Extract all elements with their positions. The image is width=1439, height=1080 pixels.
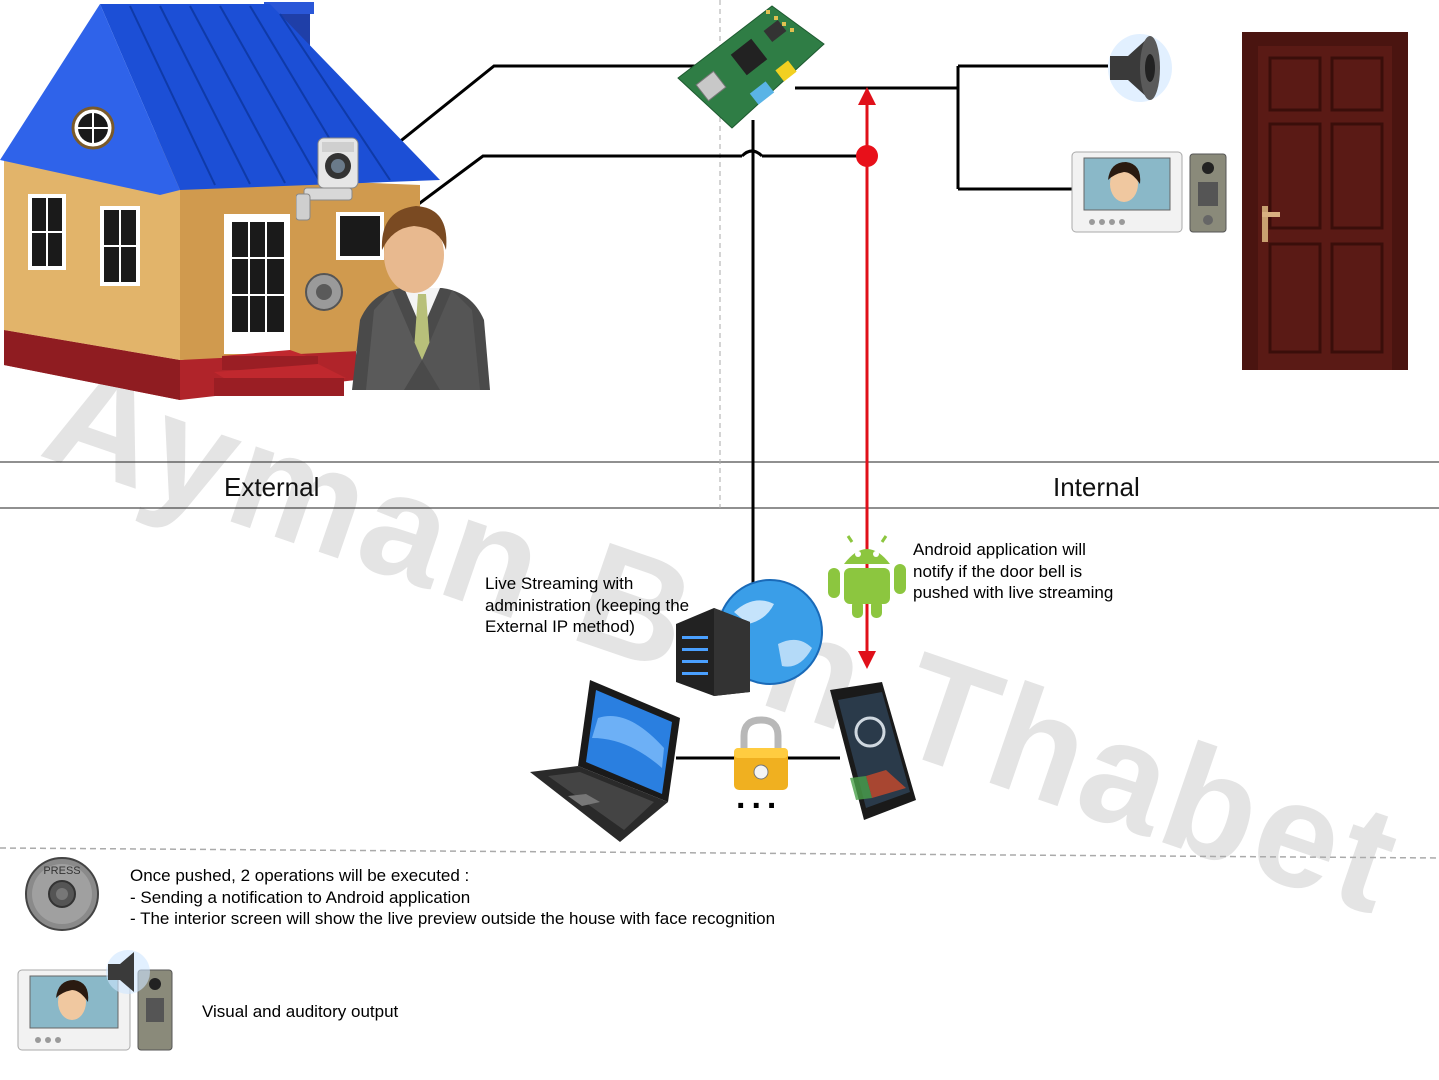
house-illustration — [0, 2, 440, 400]
notification-junction — [856, 145, 878, 167]
raspberry-pi-board-icon — [677, 5, 825, 129]
visitor-person-icon — [352, 206, 490, 390]
legend-doorbell-text: Once pushed, 2 operations will be execut… — [130, 866, 776, 928]
security-camera-icon — [296, 137, 359, 221]
legend-separator-dashed — [0, 847, 1439, 859]
intercom-monitor-icon — [1071, 151, 1227, 233]
smartphone-icon — [830, 682, 916, 820]
legend-output-icon — [17, 950, 173, 1051]
doorbell-button-icon — [305, 273, 343, 311]
legend-doorbell-press-text: PRESS — [43, 865, 80, 877]
live-streaming-note: Live Streaming with administration (keep… — [485, 574, 690, 636]
internet-server-icon — [676, 579, 823, 696]
external-zone-label: External — [224, 472, 320, 502]
interior-door-icon — [1242, 32, 1408, 370]
speaker-icon — [1108, 34, 1172, 102]
legend-output-text: Visual and auditory output — [202, 1002, 399, 1021]
ellipsis-text: ... — [736, 778, 783, 816]
legend-doorbell-icon: PRESS — [25, 857, 99, 931]
laptop-icon — [530, 680, 680, 842]
internal-zone-label: Internal — [1053, 472, 1140, 502]
android-notification-note: Android application will notify if the d… — [913, 540, 1114, 602]
padlock-icon — [734, 716, 788, 790]
android-robot-icon — [828, 535, 906, 618]
